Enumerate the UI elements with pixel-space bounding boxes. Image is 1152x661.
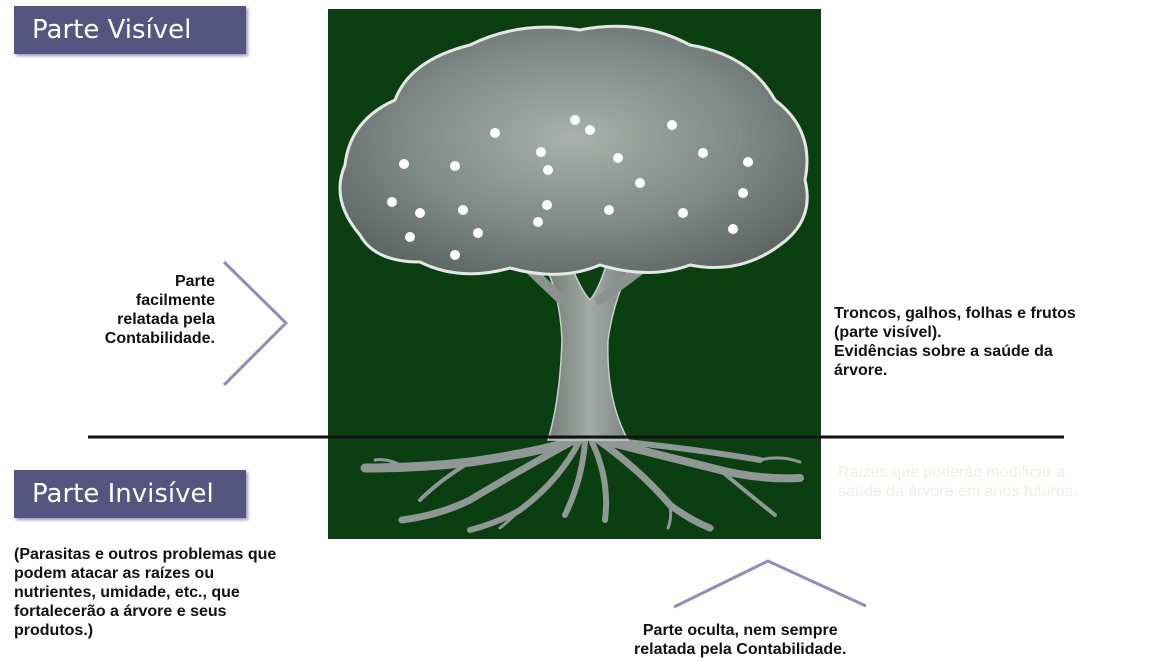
- roots-note: Raízes que poderão modificar a saúde da …: [838, 464, 1078, 500]
- chevron-up-icon: [673, 559, 867, 609]
- visible-part-description: Troncos, galhos, folhas e frutos (parte …: [834, 305, 1076, 379]
- invisible-part-title: Parte Invisível: [14, 470, 246, 518]
- chevron-right-icon: [222, 260, 289, 387]
- visible-part-title: Parte Visível: [14, 6, 246, 54]
- parasites-note: (Parasitas e outros problemas que podem …: [14, 546, 277, 639]
- easily-reported-note: Parte facilmente relatada pela Contabili…: [104, 273, 215, 347]
- flower-dots: [387, 115, 753, 260]
- tree-illustration: [338, 24, 809, 533]
- hidden-part-note: Parte oculta, nem sempre relatada pela C…: [634, 622, 847, 658]
